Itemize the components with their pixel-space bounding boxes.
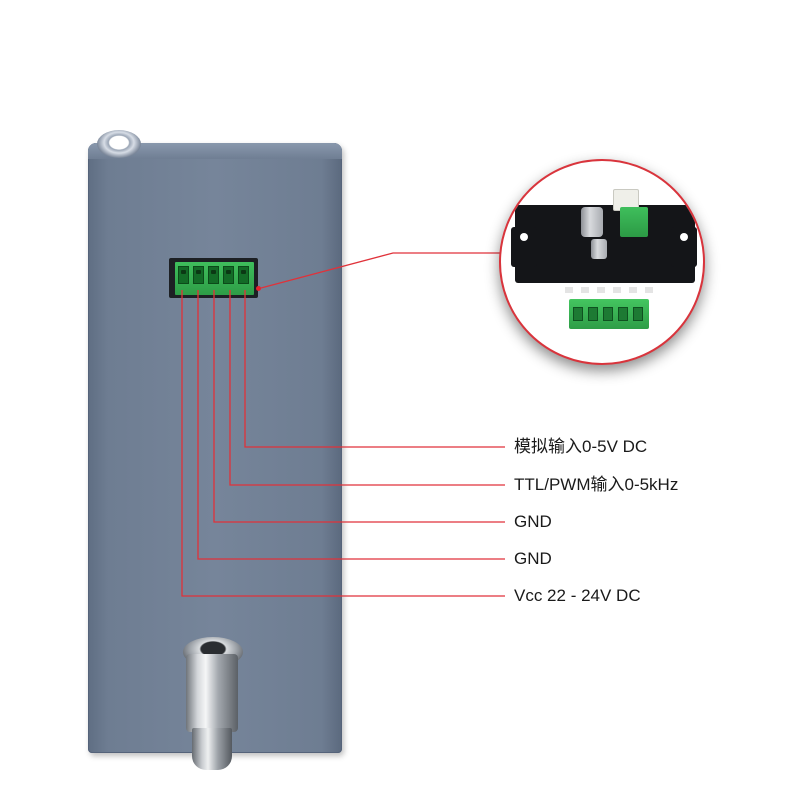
pcb-mount-tab-left	[511, 227, 537, 267]
capacitor	[591, 239, 607, 259]
label-gnd-1: GND	[514, 512, 552, 531]
pcb-terminal-pin	[618, 307, 628, 321]
pcb-terminal-pin	[633, 307, 643, 321]
label-analog-input: 模拟输入0-5V DC	[514, 437, 648, 456]
mounting-ring	[97, 130, 141, 158]
terminal-pin	[238, 266, 249, 284]
terminal-pin	[193, 266, 204, 284]
pcb-terminal-pin	[603, 307, 613, 321]
device-top-cap	[88, 143, 342, 159]
mount-hole	[520, 233, 528, 241]
terminal-pin	[178, 266, 189, 284]
pcb-silkscreen	[565, 287, 655, 293]
nozzle-tip	[192, 728, 232, 770]
label-gnd-2: GND	[514, 549, 552, 568]
pcb-green-connector	[620, 207, 648, 237]
label-vcc: Vcc 22 - 24V DC	[514, 586, 641, 605]
terminal-pin	[223, 266, 234, 284]
label-ttl-pwm-input: TTL/PWM输入0-5kHz	[514, 475, 679, 494]
mount-hole	[680, 233, 688, 241]
pcb-mount-tab-right	[671, 227, 697, 267]
pcb-terminal-pin	[573, 307, 583, 321]
pcb-zoom-callout	[499, 159, 705, 365]
pcb-terminal-pin	[588, 307, 598, 321]
terminal-pin	[208, 266, 219, 284]
capacitor	[581, 207, 603, 237]
pin-marker-dot	[256, 286, 261, 291]
nozzle-body	[186, 654, 238, 732]
